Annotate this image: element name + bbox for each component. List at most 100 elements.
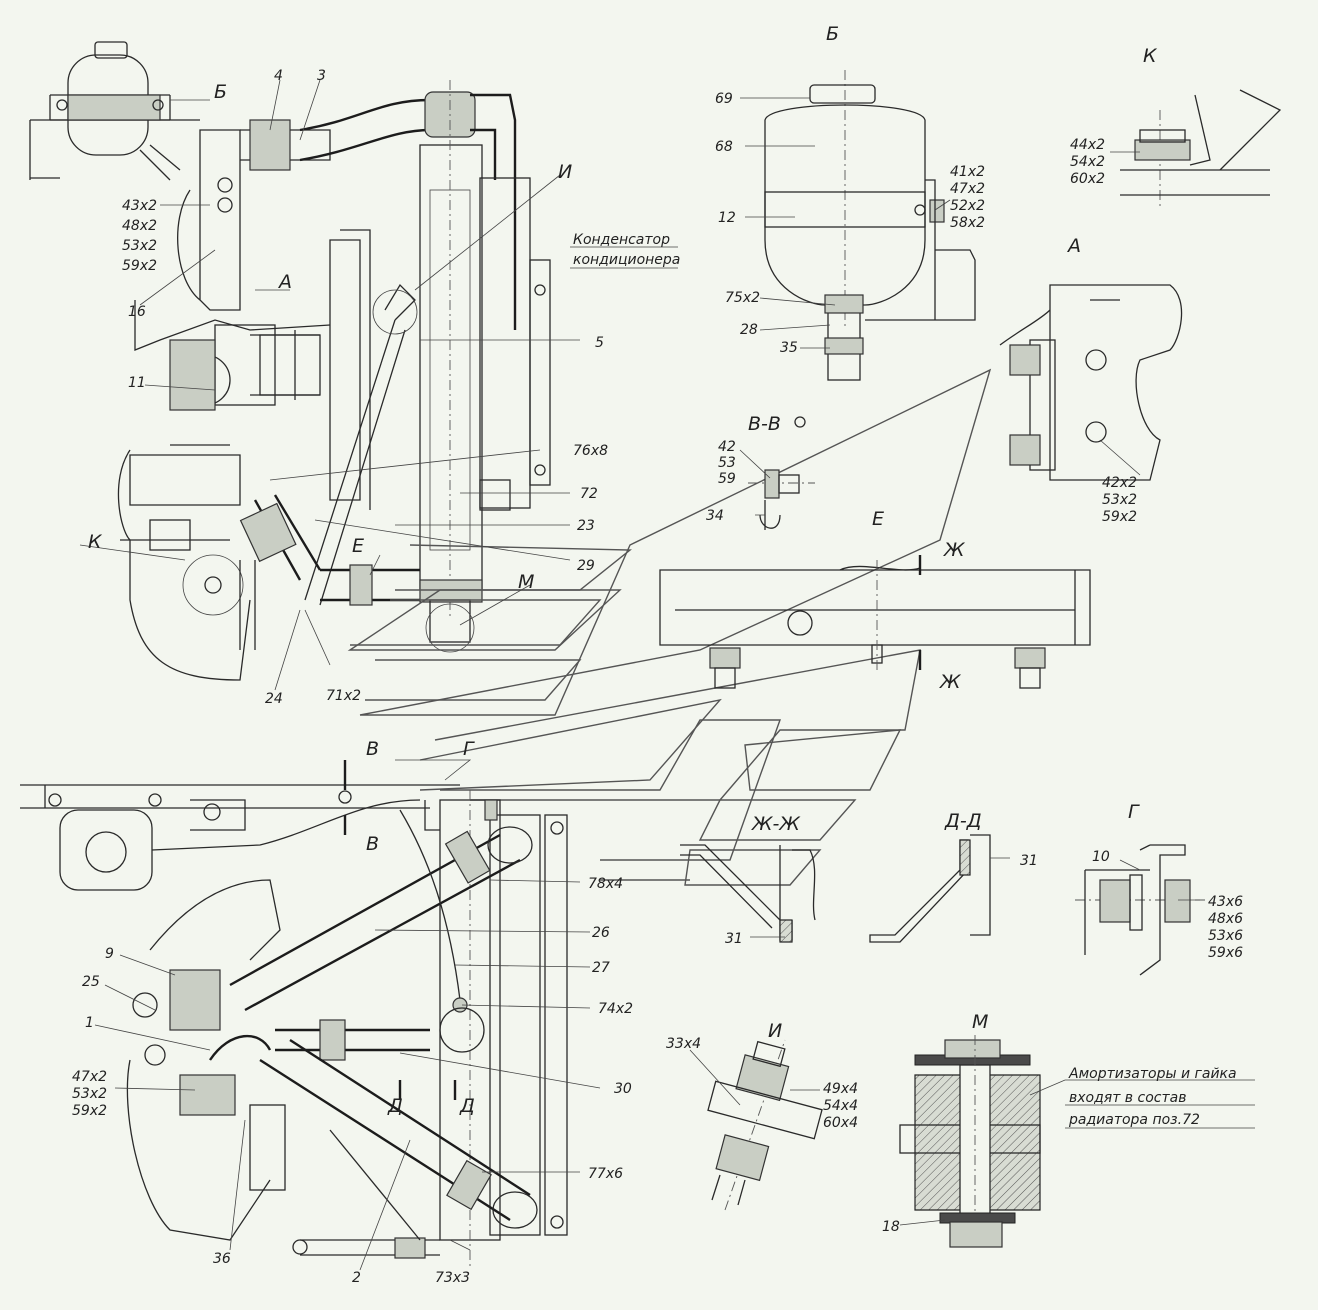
callout-18: 18	[882, 1219, 900, 1235]
callout-1: 1	[85, 1015, 94, 1031]
view-zhzh-title: Ж-Ж	[751, 813, 801, 835]
callout-74: 74x2	[598, 1001, 633, 1017]
view-dd-title: Д-Д	[944, 810, 982, 832]
fastener-tl-4: 59x2	[122, 258, 157, 274]
callout-77: 77x6	[588, 1166, 623, 1182]
callout-33: 33x4	[666, 1036, 701, 1052]
top-assembly	[29, 41, 551, 681]
fastener-i-3: 60x4	[823, 1115, 858, 1131]
leader-lines	[79, 79, 1255, 1271]
callout-69: 69	[715, 91, 733, 107]
fastener-g-4: 59x6	[1208, 945, 1243, 961]
marker-zh-bottom: Ж	[939, 671, 962, 693]
view-e-title: Е	[872, 508, 884, 530]
view-b-title: Б	[826, 23, 839, 45]
fastener-b-2: 47x2	[950, 181, 985, 197]
marker-d-right: Д	[459, 1095, 475, 1117]
fastener-bottom-2: 53x2	[72, 1086, 107, 1102]
shock-note-1: Амортизаторы и гайка	[1068, 1066, 1237, 1082]
view-a-drawing	[999, 284, 1183, 481]
view-g-title: Г	[1128, 801, 1140, 823]
callout-72: 72	[580, 486, 598, 502]
callout-28: 28	[740, 322, 758, 338]
callout-34: 34	[706, 508, 724, 524]
view-b-drawing	[764, 70, 976, 381]
fastener-b-1: 41x2	[950, 164, 985, 180]
callout-27: 27	[592, 960, 610, 976]
fastener-g-1: 43x6	[1208, 894, 1243, 910]
fastener-k-3: 60x2	[1070, 171, 1105, 187]
callout-25: 25	[82, 974, 100, 990]
fastener-g-3: 53x6	[1208, 928, 1243, 944]
view-m-title: М	[972, 1011, 988, 1033]
condenser-label-1: Конденсатор	[573, 232, 670, 248]
view-k-title: К	[1143, 45, 1158, 67]
callout-10: 10	[1092, 849, 1110, 865]
view-k-drawing	[1120, 89, 1282, 210]
callout-71: 71x2	[326, 688, 361, 704]
callout-4: 4	[274, 68, 283, 84]
marker-v-bottom: В	[366, 833, 379, 855]
fastener-k-1: 44x2	[1070, 137, 1105, 153]
view-a-title: А	[1066, 235, 1081, 257]
marker-zh-top: Ж	[943, 539, 966, 561]
shock-note-2: входят в состав	[1069, 1090, 1186, 1106]
fastener-g-2: 48x6	[1208, 911, 1243, 927]
fastener-a-3: 59x2	[1102, 509, 1137, 525]
callout-30: 30	[614, 1081, 632, 1097]
callout-78: 78x4	[588, 876, 623, 892]
bottom-assembly	[20, 760, 568, 1270]
view-i-title: И	[768, 1020, 782, 1042]
fastener-a-1: 42x2	[1102, 475, 1137, 491]
view-i-callout: И	[558, 161, 572, 183]
fastener-k-2: 54x2	[1070, 154, 1105, 170]
callout-24: 24	[265, 691, 283, 707]
view-e-drawing	[659, 555, 1091, 689]
callout-68: 68	[715, 139, 733, 155]
fastener-tl-1: 43x2	[122, 198, 157, 214]
fastener-b-4: 58x2	[950, 215, 985, 231]
callout-59: 59	[718, 471, 736, 487]
callout-12: 12	[718, 210, 736, 226]
callout-3: 3	[317, 68, 326, 84]
callout-16: 16	[128, 304, 146, 320]
callout-36: 36	[213, 1251, 231, 1267]
marker-b: Б	[214, 81, 227, 103]
view-vv-title: В-В	[748, 413, 781, 435]
view-k-callout: К	[88, 531, 103, 553]
callout-5: 5	[595, 335, 604, 351]
fastener-tl-2: 48x2	[122, 218, 157, 234]
fastener-i-2: 54x4	[823, 1098, 858, 1114]
callout-73: 73x3	[435, 1270, 470, 1286]
view-dd-drawing	[869, 834, 991, 943]
fastener-i-1: 49x4	[823, 1081, 858, 1097]
fastener-bottom-1: 47x2	[72, 1069, 107, 1085]
marker-e: Е	[352, 535, 364, 557]
fastener-b-3: 52x2	[950, 198, 985, 214]
callout-dd-31: 31	[1020, 853, 1038, 869]
projection-frames	[347, 368, 992, 886]
fastener-tl-3: 53x2	[122, 238, 157, 254]
callout-35: 35	[780, 340, 798, 356]
marker-a: А	[277, 271, 292, 293]
fastener-a-2: 53x2	[1102, 492, 1137, 508]
callout-zhzh-31: 31	[725, 931, 743, 947]
view-i-drawing	[707, 1039, 823, 1211]
callout-23: 23	[577, 518, 595, 534]
condenser-label-2: кондиционера	[573, 252, 680, 268]
marker-d-left: Д	[387, 1095, 403, 1117]
view-m-callout: М	[518, 571, 534, 593]
shock-note-3: радиатора поз.72	[1068, 1112, 1200, 1128]
callout-76: 76x8	[573, 443, 608, 459]
marker-v-top: В	[366, 738, 379, 760]
callout-2: 2	[352, 1270, 361, 1286]
callout-75: 75x2	[725, 290, 760, 306]
view-m-drawing	[899, 1035, 1041, 1248]
callout-29: 29	[577, 558, 595, 574]
view-zhzh-drawing	[680, 844, 816, 943]
marker-g: Г	[463, 738, 475, 760]
callout-42: 42	[718, 439, 736, 455]
view-g-drawing	[1075, 844, 1205, 976]
